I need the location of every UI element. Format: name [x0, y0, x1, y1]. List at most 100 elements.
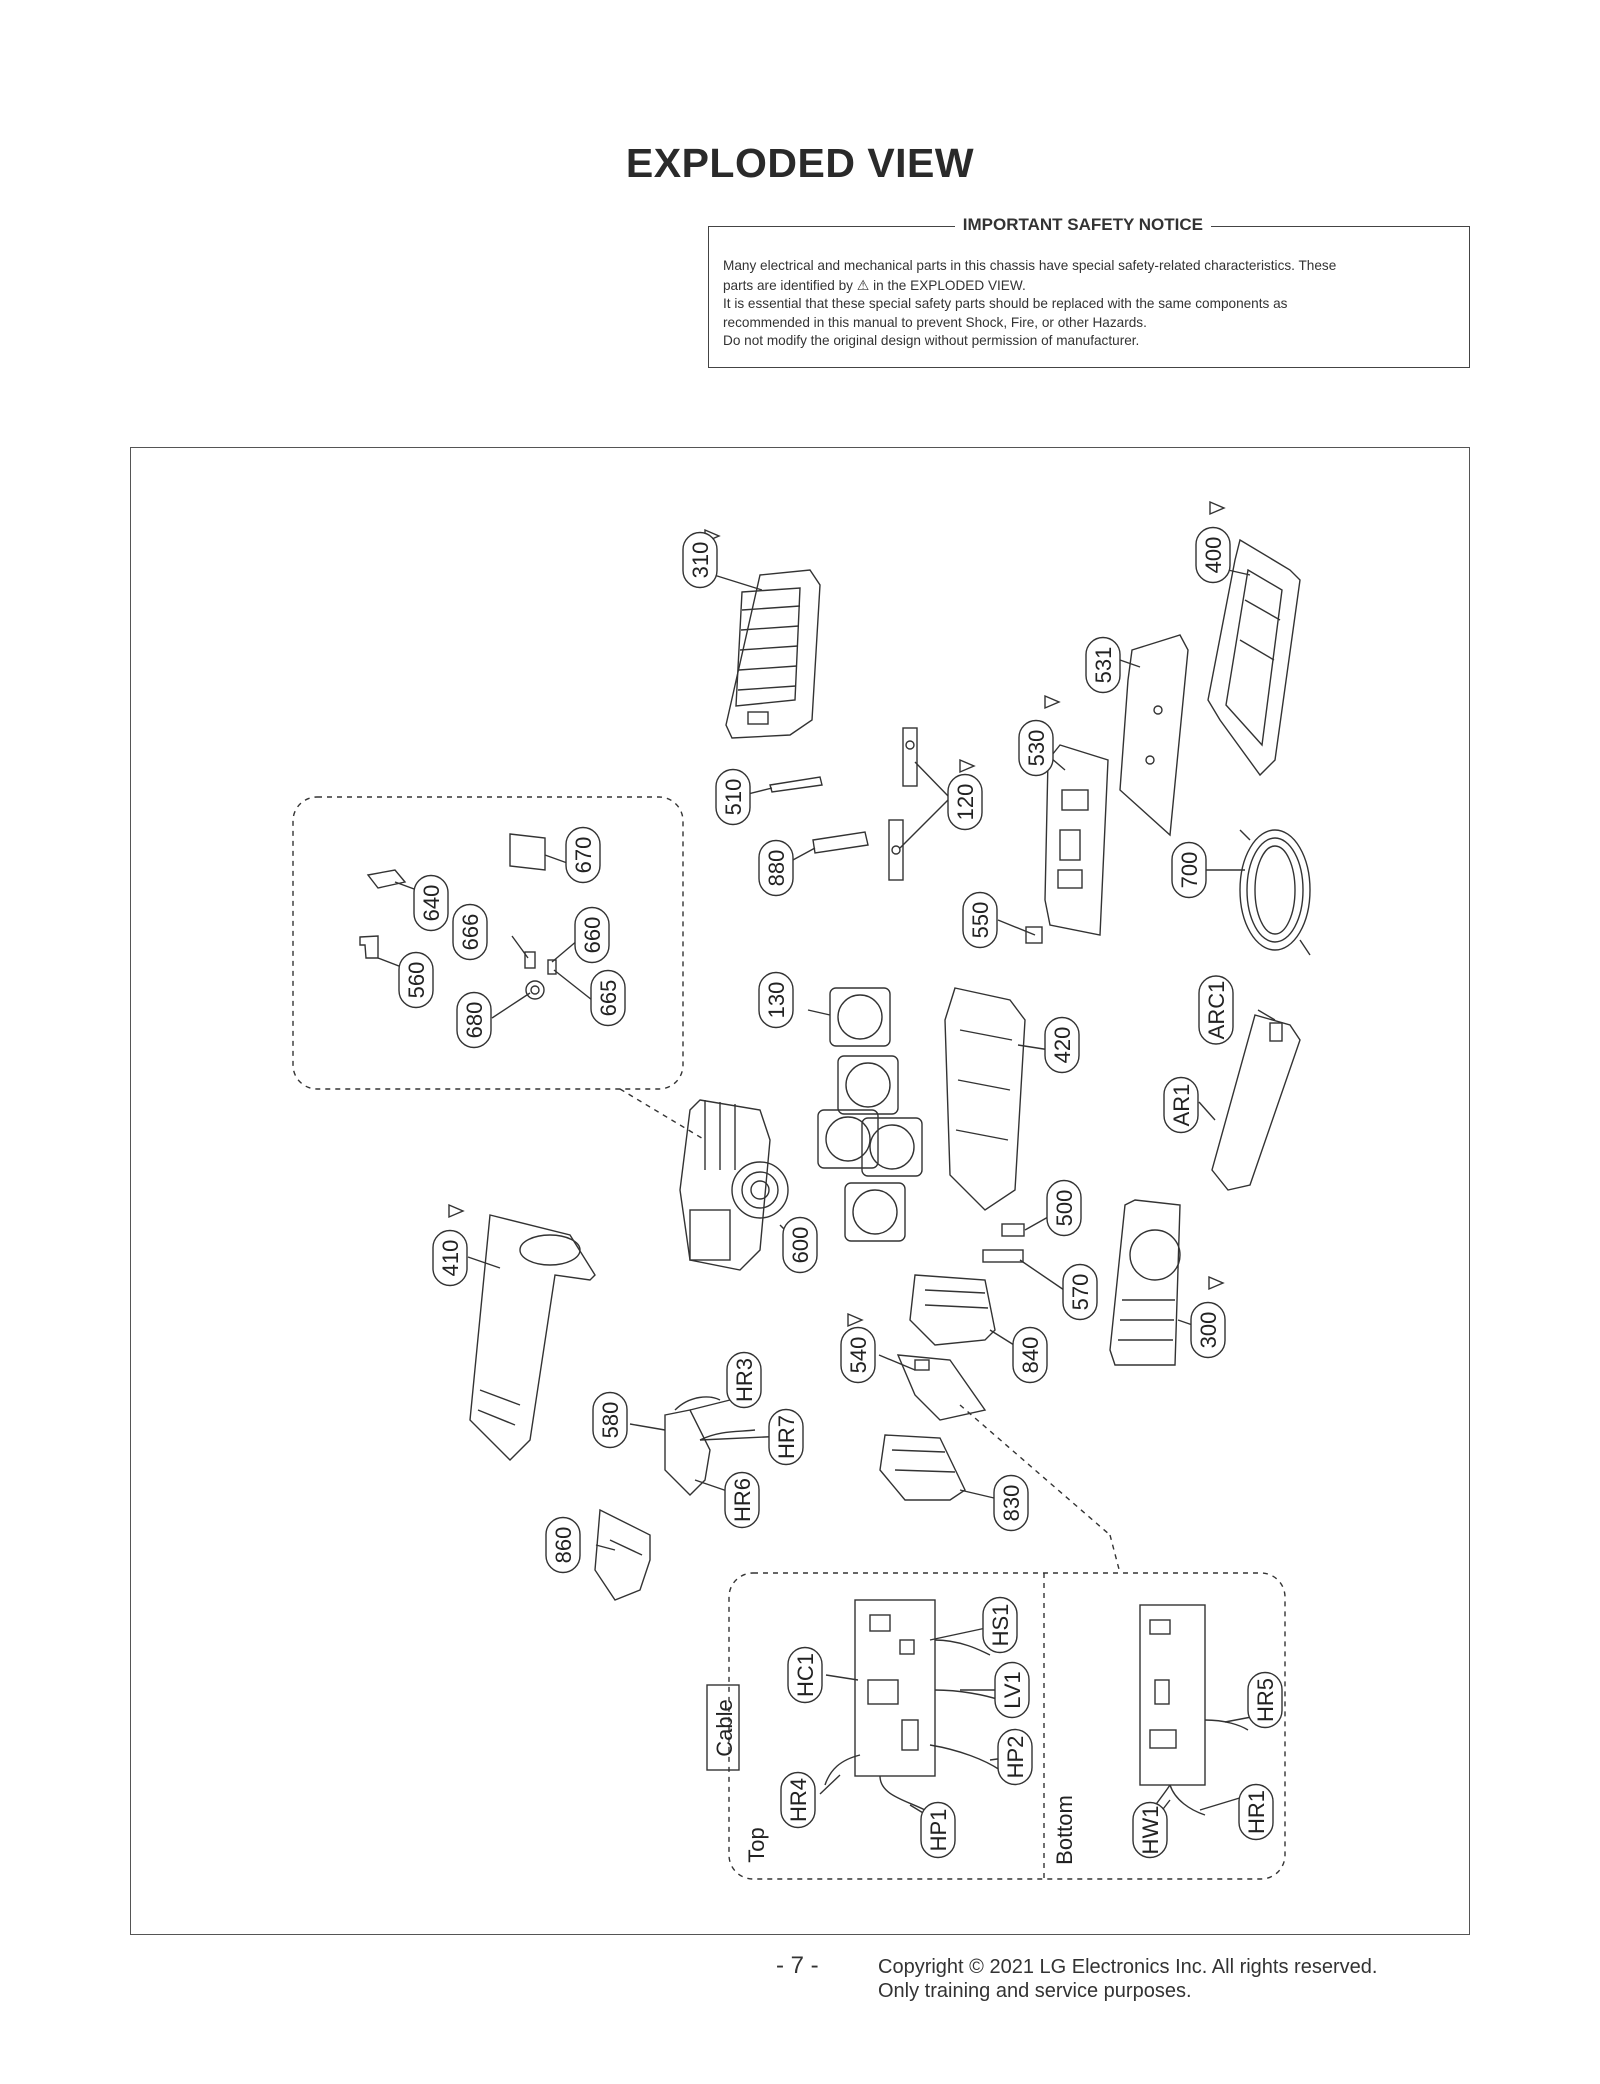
copyright-line: Copyright © 2021 LG Electronics Inc. All… — [878, 1956, 1378, 1978]
cable-inset-bottom-board — [1139, 1604, 1249, 1821]
callout-lv1: LV1 — [994, 1661, 1030, 1719]
callout-text: HC1 — [793, 1653, 818, 1697]
callout-hr1: HR1 — [1238, 1783, 1274, 1841]
part-665 — [547, 959, 557, 975]
callout-text: 660 — [580, 917, 605, 954]
callout-text: HR3 — [732, 1358, 757, 1402]
callout-640: 640 — [413, 874, 449, 932]
notice-line-3: It is essential that these special safet… — [723, 296, 1288, 311]
page-number: - 7 - — [776, 1952, 819, 1979]
callout-text: 310 — [688, 542, 713, 579]
callout-hr3: HR3 — [726, 1351, 762, 1409]
part-840-bracket — [909, 1274, 996, 1346]
callout-840: 840 — [1012, 1326, 1048, 1384]
part-560 — [359, 935, 379, 959]
callout-680: 680 — [456, 991, 492, 1049]
callout-text: 540 — [846, 1337, 871, 1374]
safety-notice-heading: IMPORTANT SAFETY NOTICE — [954, 215, 1211, 234]
callout-hp2: HP2 — [997, 1728, 1033, 1786]
cable-label-box — [706, 1684, 740, 1771]
notice-line-2a: parts are identified by — [723, 277, 853, 293]
callout-660: 660 — [574, 906, 610, 964]
exploded-view-frame — [130, 447, 1470, 1935]
callout-420: 420 — [1044, 1016, 1080, 1074]
part-531-shield — [1119, 634, 1189, 837]
callout-130: 130 — [758, 971, 794, 1029]
safety-notice-box: IMPORTANT SAFETY NOTICE Many electrical … — [708, 215, 1470, 368]
part-130-fans — [817, 987, 923, 1242]
part-arc1-remote — [1211, 1014, 1301, 1191]
part-500-board — [1001, 1223, 1025, 1237]
callout-531: 531 — [1085, 636, 1121, 694]
top-label: Top — [744, 1827, 769, 1862]
callout-text: AR1 — [1169, 1084, 1194, 1127]
callout-510: 510 — [715, 768, 751, 826]
callout-560: 560 — [398, 951, 434, 1009]
part-120-board — [888, 727, 918, 881]
part-400-chassis — [1207, 538, 1301, 777]
callout-text: 880 — [764, 850, 789, 887]
callout-text: 120 — [953, 784, 978, 821]
callout-text: 640 — [419, 885, 444, 922]
callout-hr7: HR7 — [768, 1408, 804, 1466]
callout-text: 665 — [596, 980, 621, 1017]
callout-ar1: AR1 — [1163, 1076, 1199, 1134]
part-510-board — [769, 776, 823, 793]
callout-text: 300 — [1196, 1312, 1221, 1349]
part-570-board — [982, 1249, 1024, 1263]
callout-text: 670 — [571, 837, 596, 874]
callout-text: ARC1 — [1204, 981, 1229, 1040]
callout-text: 420 — [1050, 1027, 1075, 1064]
cable-inset-top-board — [824, 1599, 1001, 1811]
callout-670: 670 — [565, 826, 601, 884]
part-640 — [366, 869, 407, 889]
callout-540: 540 — [840, 1326, 876, 1384]
callout-text: HR6 — [730, 1478, 755, 1522]
callout-text: 400 — [1201, 537, 1226, 574]
page-title: EXPLODED VIEW — [625, 140, 975, 186]
callout-text: HP2 — [1003, 1736, 1028, 1779]
part-600-engine — [679, 1099, 789, 1271]
callout-570: 570 — [1062, 1263, 1098, 1321]
callout-880: 880 — [758, 839, 794, 897]
part-880-board — [812, 831, 869, 854]
notice-line-4: recommended in this manual to prevent Sh… — [723, 314, 1147, 330]
callout-text: 530 — [1024, 730, 1049, 767]
notice-line-5: Do not modify the original design withou… — [723, 333, 1140, 348]
callout-text: 860 — [551, 1527, 576, 1564]
callout-830: 830 — [993, 1474, 1029, 1532]
callout-text: 500 — [1052, 1190, 1077, 1227]
notice-line-2b: in the EXPLODED VIEW. — [873, 277, 1026, 293]
cable-label: Cable — [712, 1699, 737, 1756]
callout-text: 830 — [999, 1485, 1024, 1522]
callout-700: 700 — [1171, 841, 1207, 899]
callout-hr4: HR4 — [780, 1771, 816, 1829]
part-670-board — [509, 833, 546, 871]
callout-hs1: HS1 — [982, 1596, 1018, 1654]
notice-line-2: parts are identified by ⚠ in the EXPLODE… — [723, 276, 1455, 296]
part-700-cord — [1239, 829, 1311, 956]
callout-500: 500 — [1046, 1179, 1082, 1237]
callout-text: HS1 — [988, 1604, 1013, 1647]
part-530-mainboard — [1044, 744, 1109, 936]
callout-860: 860 — [545, 1516, 581, 1574]
callout-text: LV1 — [1000, 1671, 1025, 1709]
callout-text: 510 — [721, 779, 746, 816]
callout-text: HP1 — [926, 1809, 951, 1852]
callout-text: HR1 — [1244, 1790, 1269, 1834]
callout-410: 410 — [432, 1229, 468, 1287]
callout-text: 410 — [438, 1240, 463, 1277]
callout-665: 665 — [590, 969, 626, 1027]
part-310-grille — [725, 569, 821, 739]
callout-hr5: HR5 — [1247, 1671, 1283, 1729]
cable-inset-box — [728, 1572, 1286, 1880]
callout-text: 600 — [788, 1227, 813, 1264]
callout-text: 570 — [1068, 1274, 1093, 1311]
callout-text: 550 — [968, 902, 993, 939]
part-550 — [1025, 926, 1043, 944]
optics-inset-box — [292, 796, 684, 1090]
part-300-grille — [1109, 1199, 1181, 1366]
callout-text: 580 — [598, 1402, 623, 1439]
callout-120: 120 — [947, 773, 983, 831]
